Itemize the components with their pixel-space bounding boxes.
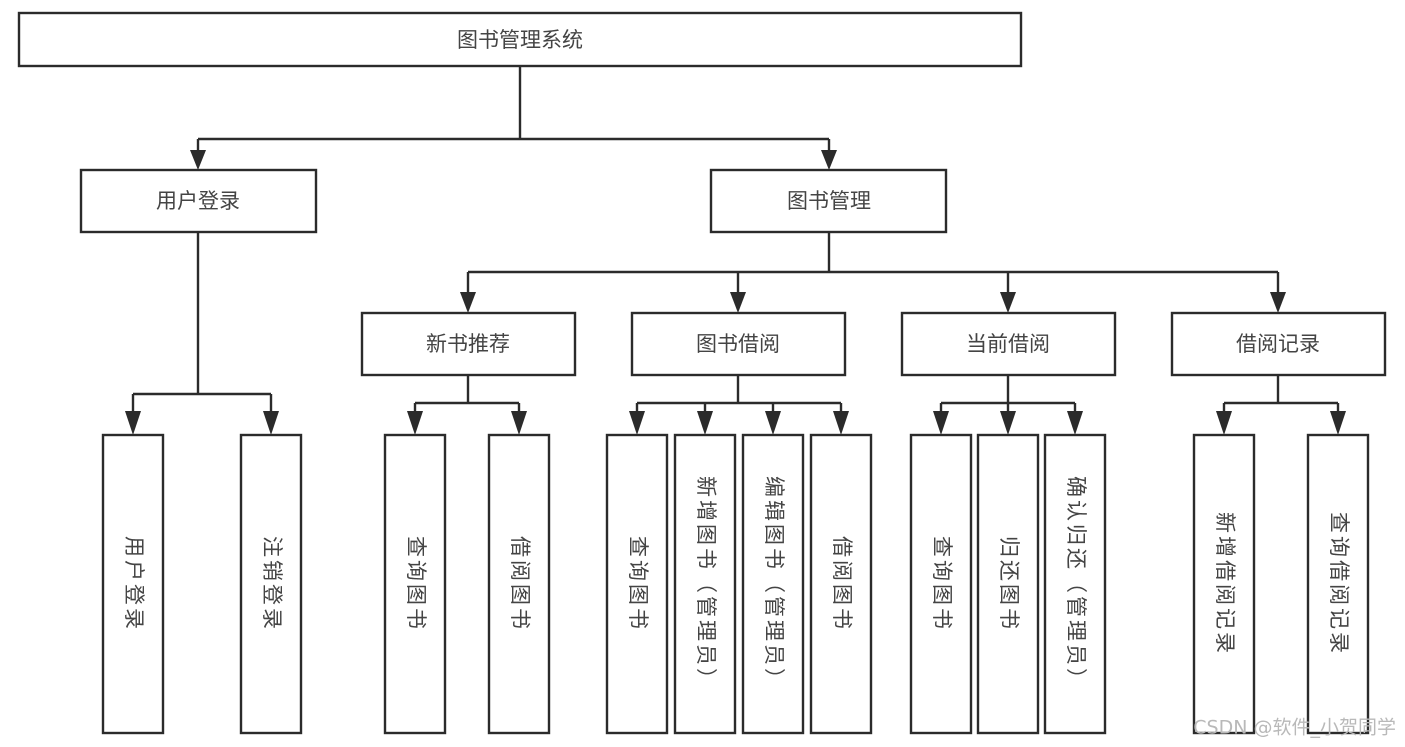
node-user-login-box[interactable] — [79, 168, 318, 234]
leaf-node-borrow-record-0-label: 新增借阅记录 — [1213, 512, 1237, 656]
leaf-node-borrow-record-1[interactable]: 查询借阅记录 — [1306, 433, 1370, 735]
csdn-watermark: CSDN @软件_小贺同学 — [1193, 717, 1396, 739]
leaf-node-user-login-0[interactable]: 用户登录 — [101, 433, 165, 735]
leaf-node-current-borrow-1-label: 归还图书 — [997, 536, 1021, 632]
node-root-book-management-system[interactable]: 图书管理系统 — [17, 11, 1023, 68]
leaf-node-borrow-record-0[interactable]: 新增借阅记录 — [1192, 433, 1256, 735]
leaf-node-book-borrow-0[interactable]: 查询图书 — [605, 433, 669, 735]
arrow-book-borrow-leaf-1 — [697, 411, 713, 435]
arrow-current-borrow-leaf-1 — [1000, 411, 1016, 435]
connector-layer — [125, 66, 1346, 435]
leaf-node-book-borrow-0-label: 查询图书 — [626, 536, 650, 632]
node-new-book-recommend[interactable]: 新书推荐 — [360, 311, 577, 377]
leaf-node-book-borrow-1-label: 新增图书（管理员） — [694, 476, 718, 692]
leaf-node-user-login-1-label: 注销登录 — [260, 536, 284, 632]
arrow-current-borrow-leaf-2 — [1067, 411, 1083, 435]
leaf-node-current-borrow-0-label: 查询图书 — [930, 536, 954, 632]
leaf-node-current-borrow-2-box[interactable] — [1043, 433, 1107, 735]
leaf-node-current-borrow-1-box[interactable] — [976, 433, 1040, 735]
leaf-node-new-book-recommend-0[interactable]: 查询图书 — [383, 433, 447, 735]
node-current-borrow-label: 当前借阅 — [966, 332, 1050, 356]
leaf-node-book-borrow-3-box[interactable] — [809, 433, 873, 735]
leaf-node-user-login-1[interactable]: 注销登录 — [239, 433, 303, 735]
leaf-node-current-borrow-0-box[interactable] — [909, 433, 973, 735]
node-user-login[interactable]: 用户登录 — [79, 168, 318, 234]
arrow-borrow-record-leaf-1 — [1330, 411, 1346, 435]
leaf-node-new-book-recommend-1[interactable]: 借阅图书 — [487, 433, 551, 735]
leaf-node-current-borrow-2-label: 确认归还（管理员） — [1064, 476, 1088, 692]
leaf-node-borrow-record-1-label: 查询借阅记录 — [1327, 512, 1351, 656]
leaf-node-book-borrow-2-label: 编辑图书（管理员） — [762, 476, 786, 692]
arrow-book-borrow-leaf-2 — [765, 411, 781, 435]
leaf-node-book-borrow-0-box[interactable] — [605, 433, 669, 735]
leaf-node-borrow-record-1-box[interactable] — [1306, 433, 1370, 735]
leaf-node-book-borrow-2[interactable]: 编辑图书（管理员） — [741, 433, 805, 735]
node-book-management[interactable]: 图书管理 — [709, 168, 948, 234]
node-root-box[interactable] — [17, 11, 1023, 68]
node-user-login-label: 用户登录 — [156, 189, 240, 213]
leaf-node-borrow-record-0-box[interactable] — [1192, 433, 1256, 735]
node-borrow-record[interactable]: 借阅记录 — [1170, 311, 1387, 377]
arrow-book-manage-to-new-book — [460, 292, 476, 313]
arrow-user-login-leaf-1 — [263, 411, 279, 435]
leaf-node-current-borrow-0[interactable]: 查询图书 — [909, 433, 973, 735]
leaf-node-user-login-1-box[interactable] — [239, 433, 303, 735]
leaf-node-new-book-recommend-1-box[interactable] — [487, 433, 551, 735]
arrow-new-book-leaf-1 — [511, 411, 527, 435]
leaf-node-new-book-recommend-0-box[interactable] — [383, 433, 447, 735]
leaf-node-current-borrow-2[interactable]: 确认归还（管理员） — [1043, 433, 1107, 735]
leaf-node-user-login-0-label: 用户登录 — [122, 536, 146, 632]
arrow-user-login-leaf-0 — [125, 411, 141, 435]
leaf-node-book-borrow-1-box[interactable] — [673, 433, 737, 735]
arrow-borrow-record-leaf-0 — [1216, 411, 1232, 435]
leaf-node-book-borrow-1[interactable]: 新增图书（管理员） — [673, 433, 737, 735]
node-book-borrow-label: 图书借阅 — [696, 332, 780, 356]
arrow-book-manage-to-current-borrow — [1000, 292, 1016, 313]
node-current-borrow[interactable]: 当前借阅 — [900, 311, 1117, 377]
arrow-book-manage-to-book-borrow — [730, 292, 746, 313]
leaf-node-current-borrow-1[interactable]: 归还图书 — [976, 433, 1040, 735]
leaf-node-user-login-0-box[interactable] — [101, 433, 165, 735]
arrow-current-borrow-leaf-0 — [933, 411, 949, 435]
arrow-new-book-leaf-0 — [407, 411, 423, 435]
node-current-borrow-box[interactable] — [900, 311, 1117, 377]
node-book-management-box[interactable] — [709, 168, 948, 234]
node-new-book-recommend-box[interactable] — [360, 311, 577, 377]
node-book-borrow-box[interactable] — [630, 311, 847, 377]
node-new-book-recommend-label: 新书推荐 — [426, 332, 510, 356]
node-borrow-record-box[interactable] — [1170, 311, 1387, 377]
node-book-management-label: 图书管理 — [787, 189, 871, 213]
node-book-borrow[interactable]: 图书借阅 — [630, 311, 847, 377]
node-borrow-record-label: 借阅记录 — [1236, 332, 1320, 356]
leaf-node-new-book-recommend-0-label: 查询图书 — [404, 536, 428, 632]
node-root-label: 图书管理系统 — [457, 28, 583, 52]
arrow-book-borrow-leaf-3 — [833, 411, 849, 435]
leaf-node-book-borrow-3[interactable]: 借阅图书 — [809, 433, 873, 735]
arrow-book-manage-to-borrow-record — [1270, 292, 1286, 313]
leaf-node-book-borrow-2-box[interactable] — [741, 433, 805, 735]
arrow-root-to-book-manage — [821, 150, 837, 170]
arrow-root-to-user-login — [190, 150, 206, 170]
leaf-node-book-borrow-3-label: 借阅图书 — [830, 536, 854, 632]
arrow-book-borrow-leaf-0 — [629, 411, 645, 435]
leaf-node-new-book-recommend-1-label: 借阅图书 — [508, 536, 532, 632]
